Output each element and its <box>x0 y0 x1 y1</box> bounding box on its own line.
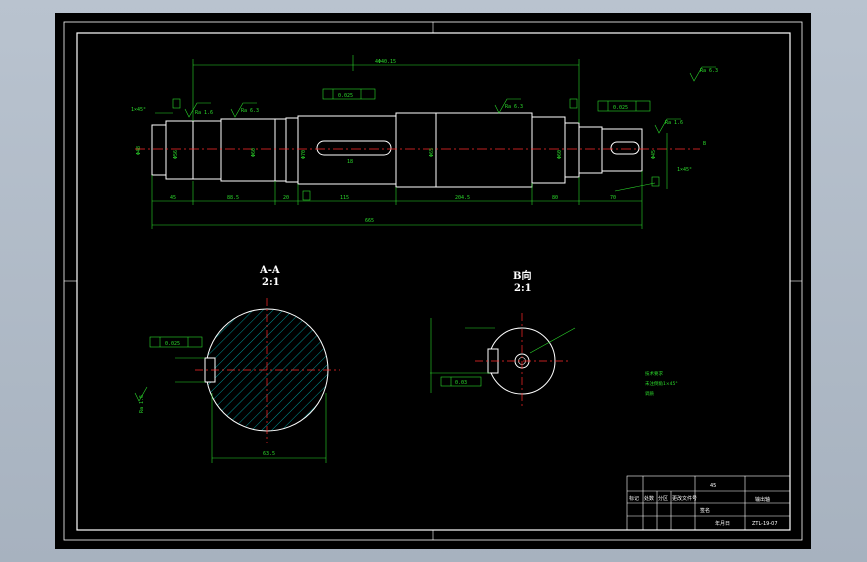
title-block-drawing-no: ZTL-19-07 <box>752 521 778 527</box>
roughness-r6: Ra 1.6 <box>139 395 145 413</box>
roughness-r3: Ra 6.3 <box>505 104 523 110</box>
dim-d5: Φ65 <box>429 148 435 157</box>
dim-d1: Φ48 <box>136 146 142 155</box>
view-b-scale: 2:1 <box>514 283 532 294</box>
title-block-row-label-3: 分区 <box>658 495 668 502</box>
title-block-row-label-6: 年月日 <box>715 520 730 527</box>
roughness-r5: Ra 6.3 <box>700 68 718 74</box>
tech-note-3: 调质 <box>645 390 654 397</box>
dim-seg1: 45 <box>170 195 176 201</box>
section-dim-diameter: 63.5 <box>263 451 275 457</box>
dim-right-end: B <box>703 141 706 147</box>
title-block-part-name: 输出轴 <box>755 496 770 503</box>
title-block-row-label-1: 标记 <box>629 495 639 502</box>
dim-d4: Φ70 <box>301 150 307 159</box>
dimension-lines <box>151 55 668 229</box>
tolerance-frames <box>149 88 651 387</box>
tolerance-t4: 0.03 <box>455 380 467 386</box>
dim-upper-length: 4Φ40.15 <box>375 59 396 65</box>
tech-note-1: 技术要求 <box>645 370 663 377</box>
section-scale: 2:1 <box>262 277 280 288</box>
tolerance-t1: 0.025 <box>338 93 353 99</box>
section-title: A-A <box>259 265 280 276</box>
roughness-symbols <box>134 66 716 402</box>
dim-d2: Φ56 <box>173 150 179 159</box>
roughness-r2: Ra 6.3 <box>241 108 259 114</box>
dim-seg2: 88.5 <box>227 195 239 201</box>
roughness-r1: Ra 1.6 <box>195 110 213 116</box>
dim-d3: Φ60 <box>251 148 257 157</box>
inner-border <box>76 32 791 531</box>
dim-d6: Φ60 <box>557 150 563 159</box>
section-dim-lines <box>175 357 327 463</box>
title-block <box>626 475 791 531</box>
dim-chamfer-right: 1×45° <box>677 167 692 173</box>
roughness-r4: Ra 1.6 <box>665 120 683 126</box>
dim-seg3: 20 <box>283 195 289 201</box>
dim-seg4: 115 <box>340 195 349 201</box>
view-b-title: B向 <box>513 269 531 282</box>
dim-seg6: 80 <box>552 195 558 201</box>
dim-seg7: 70 <box>610 195 616 201</box>
dim-chamfer-left: 1×45° <box>131 107 146 113</box>
title-block-row-label-5: 签名 <box>700 507 710 514</box>
dim-seg5: 204.5 <box>455 195 470 201</box>
outer-border <box>63 21 803 541</box>
shaft-main-view <box>151 112 643 188</box>
title-block-row-label-2: 处数 <box>644 495 654 502</box>
dim-key-width: 18 <box>347 159 353 165</box>
cad-drawing: 665 4Φ40.15 45 88.5 20 115 204.5 80 70 1… <box>63 21 803 541</box>
dim-total-length: 665 <box>365 218 374 224</box>
tolerance-t2: 0.025 <box>613 105 628 111</box>
tech-note-2: 未注倒角1×45° <box>645 380 678 387</box>
drawing-frame: 665 4Φ40.15 45 88.5 20 115 204.5 80 70 1… <box>55 13 811 549</box>
datum-markers <box>172 98 660 201</box>
tolerance-t3: 0.025 <box>165 341 180 347</box>
dim-d7: Φ45 <box>651 150 657 159</box>
title-block-row-label-4: 更改文件号 <box>672 495 697 502</box>
view-b-dim-lines <box>430 318 576 393</box>
title-block-material: 45 <box>710 483 716 489</box>
